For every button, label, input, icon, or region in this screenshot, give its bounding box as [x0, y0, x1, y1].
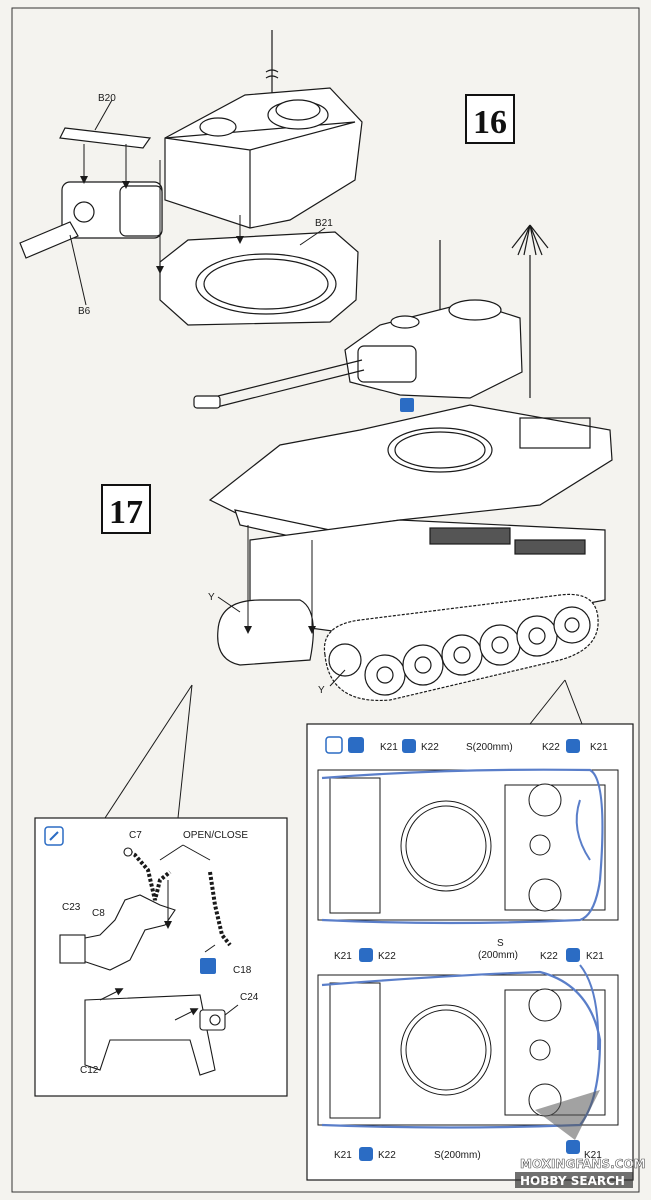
label-k22-e: K22	[378, 1150, 396, 1161]
label-b20: B20	[98, 93, 116, 104]
label-c18: C18	[233, 965, 252, 976]
label-k21-f: K21	[584, 1150, 602, 1161]
bond-icon-inset	[200, 958, 216, 974]
label-k22-d: K22	[540, 951, 558, 962]
bond-icon	[400, 398, 414, 412]
step17-arrows	[217, 525, 346, 687]
page-frame	[11, 7, 640, 1193]
callout-line-left-a	[104, 684, 193, 819]
callout-line-right-a	[529, 679, 566, 725]
label-k22-c: K22	[378, 951, 396, 962]
turret-step16	[19, 30, 363, 326]
turret-step17	[193, 224, 549, 409]
paint-icon-right	[348, 737, 364, 753]
label-c8: C8	[92, 908, 105, 919]
label-k21-c: K21	[334, 951, 352, 962]
step-16-number: 16	[473, 104, 507, 141]
tracks-step17	[217, 593, 599, 702]
label-s-b-2: (200mm)	[478, 950, 518, 961]
cable-bottom	[321, 970, 602, 1129]
label-c12: C12	[80, 1065, 99, 1076]
label-k22-b: K22	[542, 742, 560, 753]
watermark: MOXINGFANS.COM HOBBY SEARCH	[515, 1090, 646, 1188]
label-k21-a: K21	[380, 742, 398, 753]
step16-arrows	[69, 99, 326, 306]
label-s-a: S(200mm)	[466, 742, 513, 753]
label-k21-d: K21	[586, 951, 604, 962]
step-17-box: 17	[101, 484, 151, 534]
label-k21-b: K21	[590, 742, 608, 753]
label-c7: C7	[129, 830, 142, 841]
callout-line-right-b	[564, 679, 583, 725]
step-17-number: 17	[109, 494, 143, 531]
label-k22-a: K22	[421, 742, 439, 753]
label-b6: B6	[78, 306, 91, 317]
glue-icon-right	[325, 736, 343, 754]
inset-left: C7 OPEN/CLOSE C23 C8 C18 C24 C12	[34, 817, 288, 1097]
watermark-line2: HOBBY SEARCH	[520, 1174, 625, 1188]
label-y-bottom: Y	[318, 685, 325, 696]
label-s-c: S(200mm)	[434, 1150, 481, 1161]
label-y-top: Y	[208, 592, 215, 603]
step-16-box: 16	[465, 94, 515, 144]
label-s-b-1: S	[497, 938, 504, 949]
label-c24: C24	[240, 992, 259, 1003]
label-c23: C23	[62, 902, 81, 913]
k-icons	[359, 739, 580, 1161]
callout-line-left-b	[177, 684, 193, 819]
cable-top	[321, 768, 604, 925]
watermark-line1: MOXINGFANS.COM	[520, 1157, 646, 1171]
label-open-close: OPEN/CLOSE	[183, 830, 248, 841]
label-b21: B21	[315, 218, 333, 229]
label-k21-e: K21	[334, 1150, 352, 1161]
